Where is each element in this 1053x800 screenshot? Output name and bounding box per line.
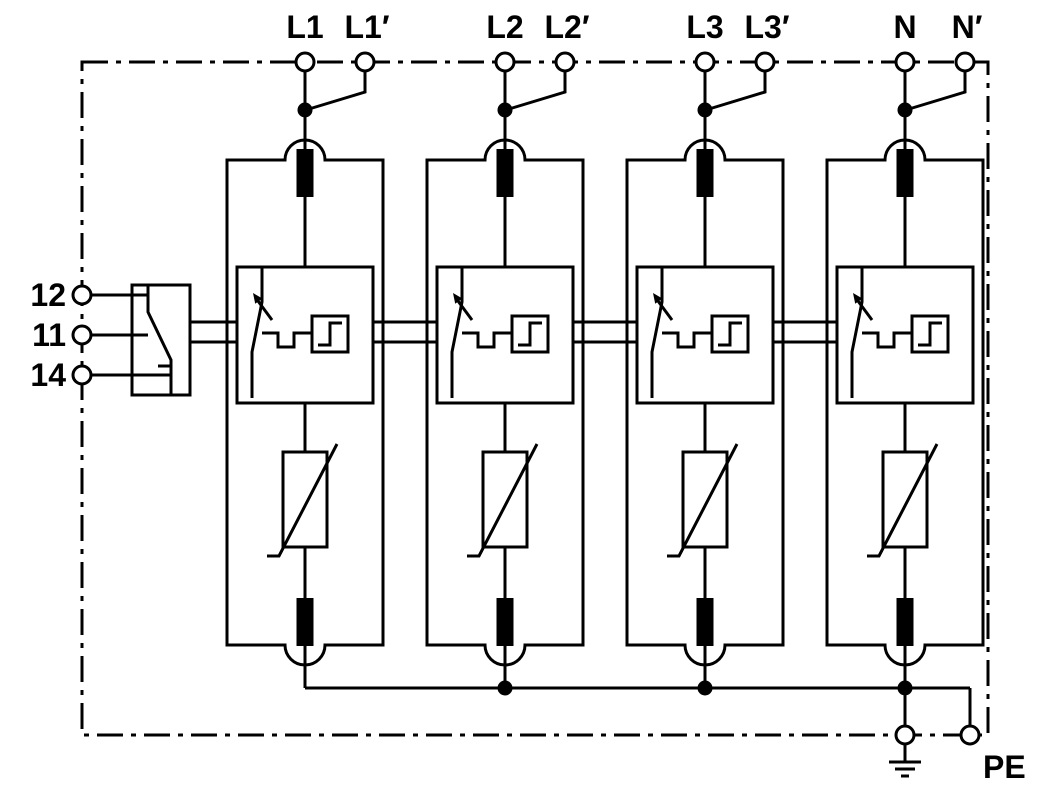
label-l1-prime: L1′ [344, 9, 389, 45]
terminal-labels: L1 L1′ L2 L2′ L3 L3′ N N′ [286, 9, 982, 45]
changeover-contact-blade [146, 285, 173, 395]
spd-module-l3 [625, 51, 785, 690]
pe-label: PE [983, 749, 1026, 785]
junction-dot [697, 680, 713, 696]
terminal-12-label: 12 [30, 277, 66, 313]
signal-contact-box [130, 283, 192, 397]
device-enclosure-outline [80, 60, 990, 737]
earth-ground-icon [889, 744, 921, 778]
signal-wiring [190, 320, 837, 344]
pe-drop-conductors [903, 688, 972, 726]
spd-module-l1 [225, 51, 385, 690]
label-n-prime: N′ [952, 9, 983, 45]
remote-signal-contact: 12 11 14 [30, 277, 192, 397]
spd-module-l2 [425, 51, 585, 690]
label-l3-prime: L3′ [744, 9, 789, 45]
terminal-11-label: 11 [32, 317, 66, 353]
pe-terminal-out [959, 724, 981, 746]
junction-dot [497, 680, 513, 696]
label-l3: L3 [686, 9, 723, 45]
label-l2-prime: L2′ [544, 9, 589, 45]
label-n: N [893, 9, 916, 45]
label-l1: L1 [286, 9, 323, 45]
pe-bus: PE [305, 680, 1026, 785]
terminal-14-label: 14 [30, 357, 66, 393]
spd-module-n [825, 51, 985, 690]
pe-terminal [894, 724, 916, 746]
terminal-12 [71, 284, 93, 306]
terminal-11 [71, 324, 93, 346]
label-l2: L2 [486, 9, 523, 45]
terminal-14 [71, 364, 93, 386]
